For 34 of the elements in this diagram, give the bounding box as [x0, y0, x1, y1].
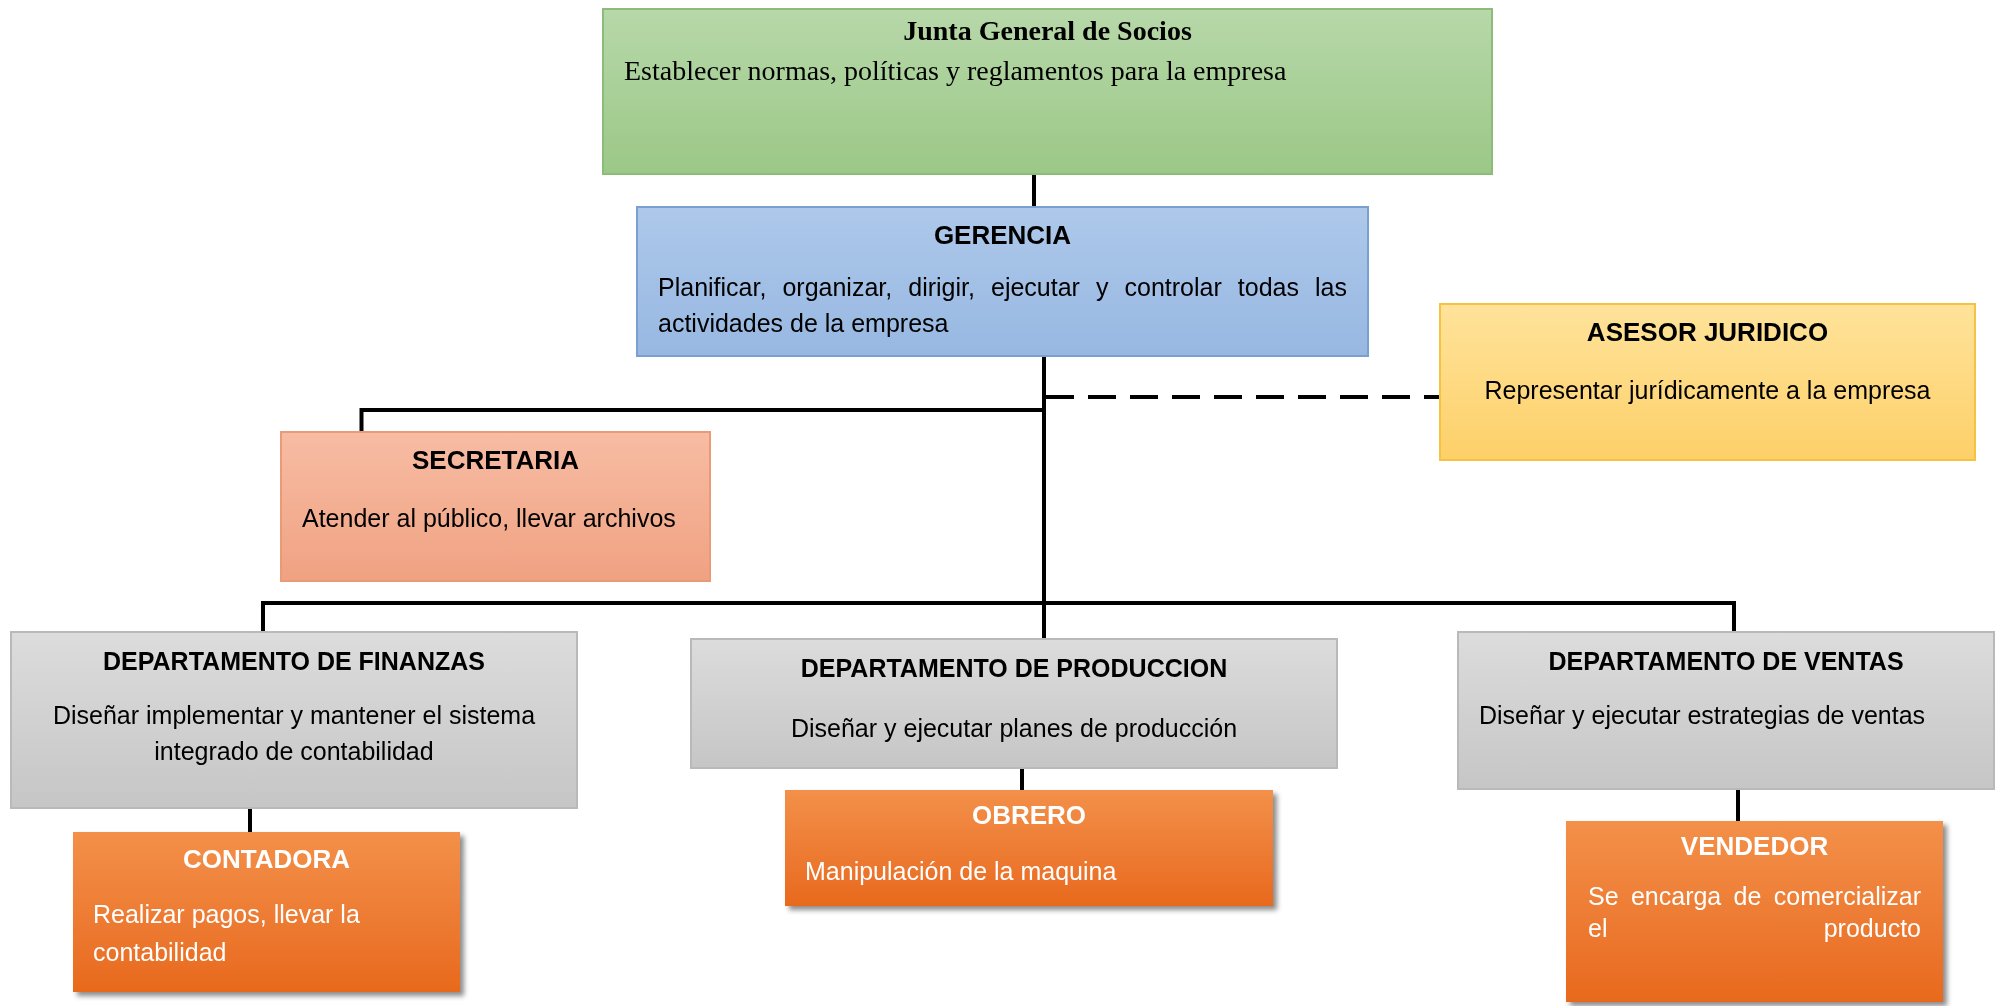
org-box — [785, 790, 1273, 906]
box-title: Junta General de Socios — [902, 14, 1193, 48]
box-title: ASESOR JURIDICO — [1585, 316, 1830, 349]
org-box — [280, 431, 711, 582]
box-description: Planificar, organizar, dirigir, ejecutar y controlar todas las actividades de la empresa — [657, 272, 1348, 339]
org-box — [602, 8, 1493, 175]
connector-line — [248, 809, 252, 832]
box-title: DEPARTAMENTO DE VENTAS — [1547, 646, 1905, 677]
org-box — [10, 631, 578, 809]
org-box — [1439, 303, 1976, 461]
box-title: VENDEDOR — [1679, 830, 1830, 863]
box-title: SECRETARIA — [410, 444, 581, 477]
box-description: Realizar pagos, llevar la contabilidad — [92, 899, 361, 968]
connector-line — [1736, 790, 1740, 821]
box-description: Establecer normas, políticas y reglamentos para la empresa — [623, 54, 1288, 88]
box-description: Diseñar y ejecutar estrategias de ventas — [1478, 699, 1927, 731]
box-description: Diseñar implementar y mantener el sistema integrado de contabilidad — [51, 699, 537, 767]
org-box — [1457, 631, 1995, 790]
box-title: CONTADORA — [181, 843, 352, 876]
org-box — [690, 638, 1338, 769]
connector-line — [1032, 175, 1036, 206]
connector-line — [1020, 769, 1024, 790]
org-box — [1566, 821, 1943, 1002]
org-box — [636, 206, 1369, 357]
box-description: Atender al público, llevar archivos — [301, 503, 677, 534]
org-box — [73, 832, 460, 992]
box-description: Diseñar y ejecutar planes de producción — [789, 712, 1239, 744]
box-title: GERENCIA — [932, 219, 1073, 252]
box-title: DEPARTAMENTO DE FINANZAS — [102, 646, 486, 677]
box-title: OBRERO — [970, 799, 1088, 832]
box-description: Manipulación de la maquina — [804, 856, 1118, 887]
box-title: DEPARTAMENTO DE PRODUCCION — [799, 653, 1229, 684]
box-description: Se encarga de comercializar el producto — [1587, 881, 1922, 944]
box-description: Representar jurídicamente a la empresa — [1483, 375, 1932, 406]
